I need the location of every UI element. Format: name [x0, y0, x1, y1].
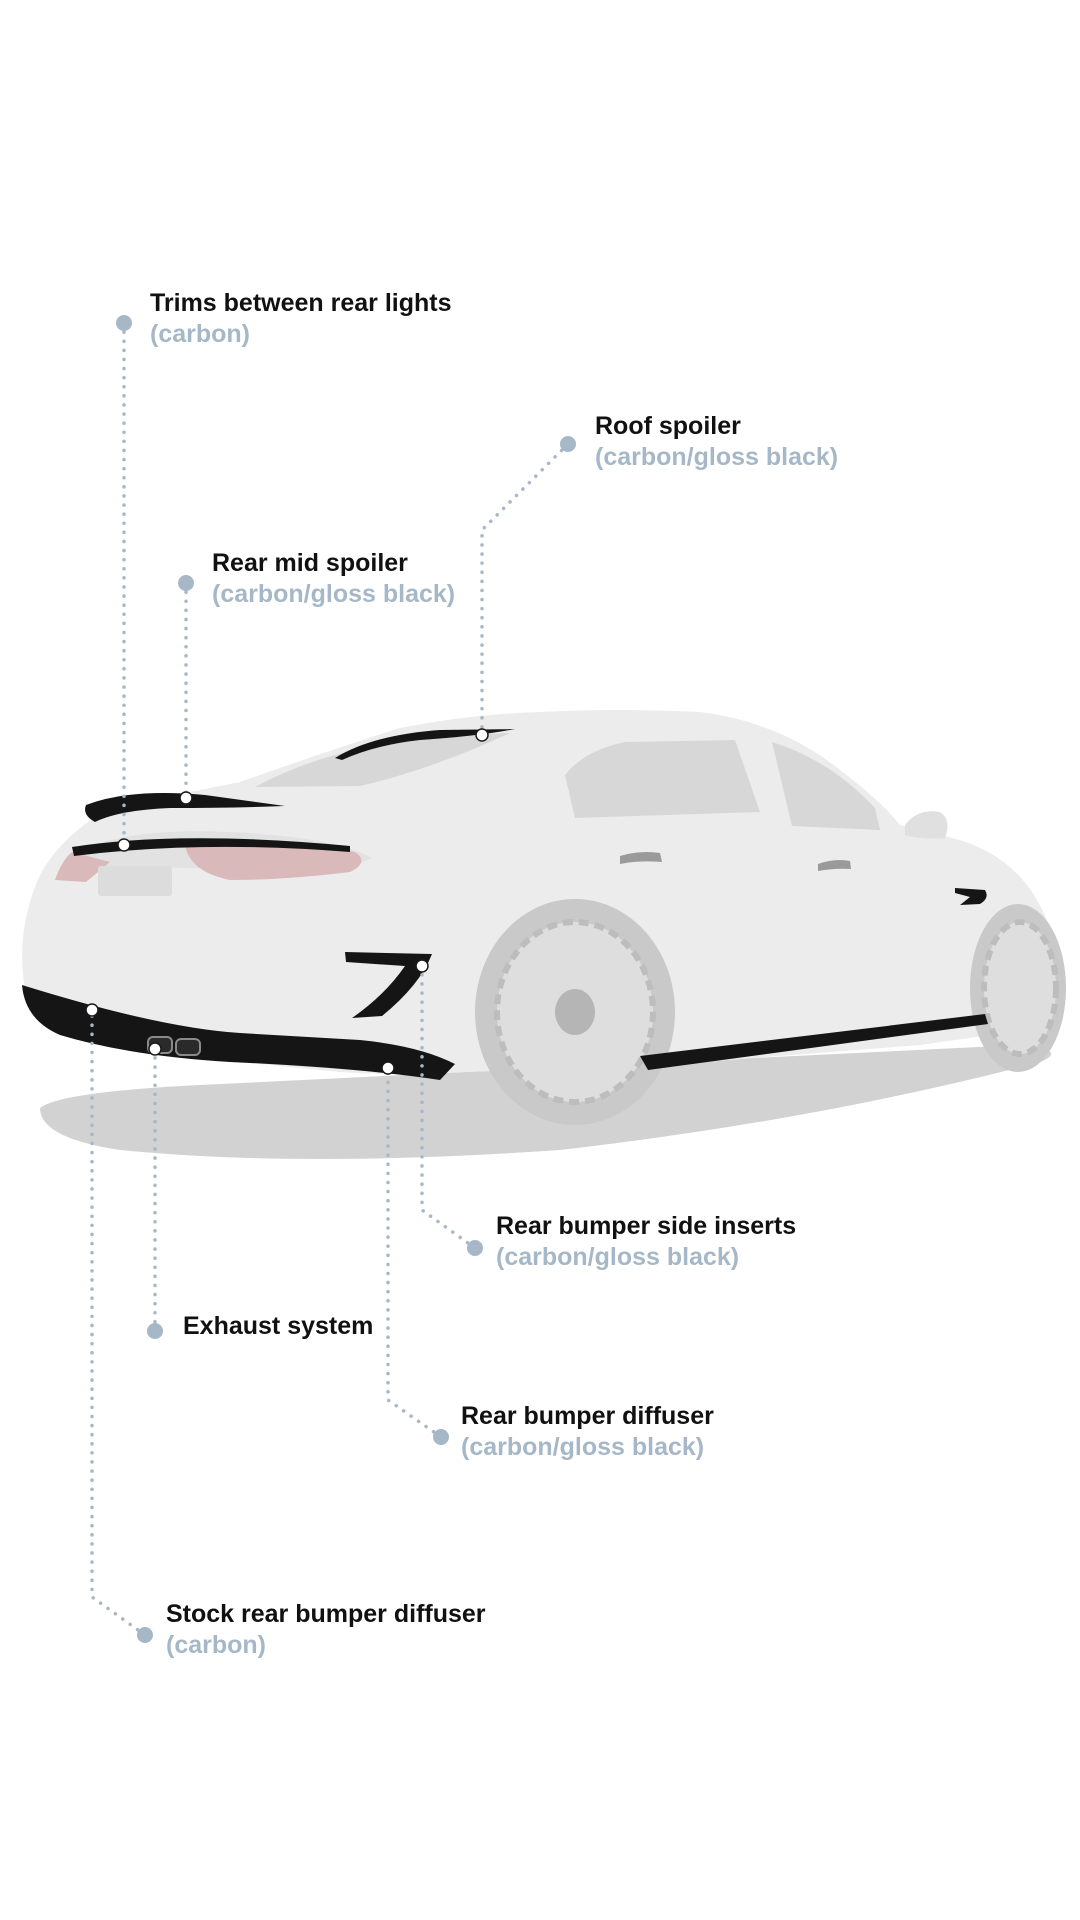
- callout-end-dot: [137, 1627, 153, 1643]
- callout-end-dot: [560, 436, 576, 452]
- side-skirt-part: [640, 1014, 988, 1070]
- callout-anchor-dot: [475, 728, 489, 742]
- door-handle-front: [818, 860, 851, 871]
- trims-between-rear-lights-part: [72, 838, 350, 856]
- side-mirror: [905, 811, 948, 839]
- callout-name: Rear bumper diffuser: [461, 1402, 714, 1430]
- taillight-right: [185, 842, 362, 880]
- callout-anchor-dot: [85, 1003, 99, 1017]
- rear-wheel: [475, 899, 675, 1125]
- callout-end-dot: [178, 575, 194, 591]
- callout-end-dot: [116, 315, 132, 331]
- callout-end-dot: [147, 1323, 163, 1339]
- callout-name: Exhaust system: [183, 1312, 374, 1340]
- callout-anchor-dot: [415, 959, 429, 973]
- callout-material: (carbon/gloss black): [212, 580, 456, 609]
- callout-name: Stock rear bumper diffuser: [166, 1600, 486, 1628]
- callout-material: (carbon/gloss black): [461, 1433, 705, 1462]
- side-window-rear: [565, 740, 760, 818]
- rear-bumper-diffuser-part: [22, 985, 455, 1080]
- callout-end-dot: [467, 1240, 483, 1256]
- leader-trims-between-rear-lights: [116, 315, 132, 852]
- callout-material: (carbon): [166, 1631, 266, 1660]
- callout-rear-mid-spoiler: Rear mid spoiler (carbon/gloss black): [212, 548, 455, 611]
- callout-rear-bumper-side-inserts: Rear bumper side inserts (carbon/gloss b…: [496, 1211, 796, 1274]
- callout-roof-spoiler: Roof spoiler (carbon/gloss black): [595, 411, 838, 474]
- callout-stock-rear-bumper-diffuser: Stock rear bumper diffuser (carbon): [166, 1599, 486, 1662]
- leader-rear-bumper-side-inserts: [415, 959, 483, 1256]
- rear-window: [255, 733, 510, 787]
- callout-exhaust-system: Exhaust system: [183, 1311, 373, 1342]
- callout-name: Rear bumper side inserts: [496, 1212, 797, 1240]
- front-wheel: [970, 904, 1066, 1072]
- side-vent: [955, 888, 987, 905]
- license-plate: [98, 866, 172, 896]
- door-handle-rear: [620, 852, 662, 864]
- callout-name: Trims between rear lights: [150, 289, 452, 317]
- side-window-front: [772, 742, 880, 830]
- rear-bumper-side-inserts-part: [345, 952, 432, 1018]
- roof-spoiler-part: [335, 729, 515, 760]
- callout-trims-between-rear-lights: Trims between rear lights (carbon): [150, 288, 452, 351]
- leader-stock-rear-bumper-diffuser: [85, 1003, 153, 1643]
- callout-anchor-dot: [148, 1042, 162, 1056]
- taillight-left: [55, 852, 110, 882]
- leader-rear-bumper-diffuser: [381, 1061, 449, 1445]
- callout-anchor-dot: [381, 1061, 395, 1075]
- callout-end-dot: [433, 1429, 449, 1445]
- callout-material: (carbon): [150, 320, 250, 349]
- callout-material: (carbon/gloss black): [595, 443, 839, 472]
- callout-rear-bumper-diffuser: Rear bumper diffuser (carbon/gloss black…: [461, 1401, 714, 1464]
- leader-rear-mid-spoiler: [178, 575, 194, 805]
- callout-material: (carbon/gloss black): [496, 1243, 740, 1272]
- callout-anchor-dot: [179, 791, 193, 805]
- leader-exhaust-system: [147, 1042, 163, 1339]
- callout-name: Rear mid spoiler: [212, 549, 408, 577]
- callout-name: Roof spoiler: [595, 412, 741, 440]
- rear-mid-spoiler-part: [85, 792, 285, 822]
- leader-roof-spoiler: [475, 436, 576, 742]
- callout-anchor-dot: [117, 838, 131, 852]
